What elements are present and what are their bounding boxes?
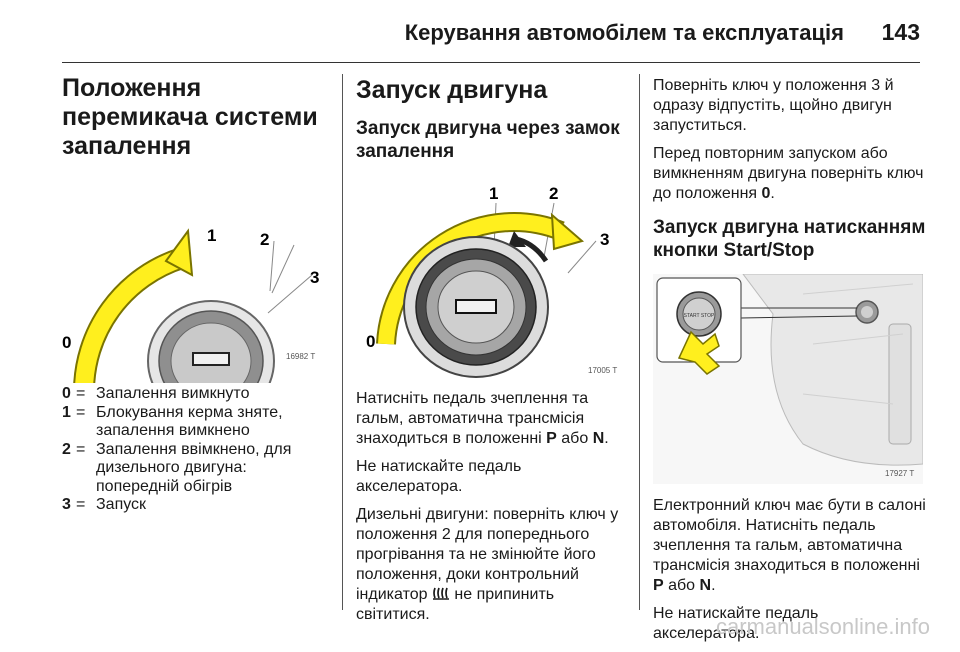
gear-n-label: N (699, 577, 712, 594)
legend-list: 0 = Запалення вимкнуто 1 = Блокування ке… (62, 385, 327, 515)
ignition-start-illustration: 1 2 3 0 17005 T (366, 184, 617, 378)
console-panel (888, 323, 912, 445)
start-stop-button-lettering: START STOP (684, 313, 715, 319)
legend-row: 2 = Запалення ввімкнено, для дизельного … (62, 441, 327, 497)
text-segment: Дизельні двигуни: поверніть ключ у полож… (356, 506, 619, 603)
paragraph-restart: Перед повторним запуском або вимкненням … (653, 144, 928, 204)
legend-text: Запалення ввімкнено, для дизельного двиг… (96, 440, 292, 495)
dashboard-lines (802, 283, 914, 405)
figure-label-1: 1 (489, 184, 498, 203)
key-slot (192, 352, 230, 366)
legend-text: Запалення вимкнуто (96, 385, 250, 402)
column-divider-2 (639, 74, 640, 610)
legend-equals: = (76, 403, 86, 421)
text-segment: . (604, 430, 609, 447)
figure-code: 17927 T (885, 469, 914, 478)
figure-label-2: 2 (260, 230, 269, 249)
column-divider-1 (342, 74, 343, 610)
paragraph-no-accelerator-2: Не натискайте педаль акселератора. (653, 605, 819, 642)
ignition-switch-illustration: 1 2 3 0 16982 T (62, 226, 319, 383)
callout-line-bottom (740, 315, 858, 319)
start-stop-illustration: START STOP 17927 T (653, 274, 923, 484)
figure-label-0: 0 (62, 333, 71, 352)
start-stop-button (682, 297, 716, 331)
text-segment: Натисніть педаль зчеплення та гальм, авт… (356, 390, 589, 447)
subheading-start-stop-button: Запуск двигуна натисканням кнопки Start/… (653, 217, 926, 261)
legend-text: Блокування керма зняте, запалення вимкне… (96, 403, 283, 440)
text-segment: . (770, 185, 775, 202)
glow-plug-indicator-icon (432, 587, 449, 600)
legend-row: 0 = Запалення вимкнуто (62, 385, 327, 404)
text-segment: Електронний ключ має бути в салоні автом… (653, 497, 926, 574)
paragraph-press-pedals: Натисніть педаль зчеплення та гальм, авт… (356, 389, 626, 449)
column-ignition-positions: Положення перемикача системи запалення 1… (62, 74, 327, 515)
leader-line-3 (567, 240, 597, 274)
page-header: Керування автомобілем та експлуатація 14… (62, 14, 920, 63)
rotation-arrow-body (75, 249, 185, 383)
paragraph-no-accelerator: Не натискайте педаль акселератора. (356, 458, 522, 495)
section-heading-engine-start: Запуск двигуна (356, 76, 548, 104)
legend-row: 1 = Блокування керма зняте, запалення ви… (62, 404, 327, 441)
text-segment: . (711, 577, 716, 594)
leader-line-1 (269, 240, 275, 292)
figure-code: 16982 T (286, 352, 315, 361)
position-0-label: 0 (761, 185, 771, 202)
column-start-stop: Поверніть ключ у положення 3 й одразу ві… (653, 74, 928, 652)
dashboard-panel (742, 274, 923, 466)
figure-label-3: 3 (310, 268, 319, 287)
press-arrow (677, 330, 721, 375)
subheading-ignition-lock-start: Запуск двигуна через замок запалення (356, 118, 620, 162)
column-engine-start: Запуск двигуна Запуск двигуна через замо… (356, 74, 626, 633)
rotation-arrow-head (550, 212, 585, 251)
figure-label-2: 2 (549, 184, 558, 203)
page-number: 143 (881, 19, 920, 45)
legend-key: 2 (62, 440, 71, 458)
text-segment: не припинить світитися. (356, 586, 555, 623)
figure-label-0: 0 (366, 332, 375, 351)
paragraph-electronic-key: Електронний ключ має бути в салоні автом… (653, 496, 928, 596)
dashboard-button-center (861, 306, 873, 318)
text-segment: або (556, 430, 593, 447)
legend-key: 3 (62, 496, 71, 513)
legend-equals: = (76, 385, 86, 402)
watermark: carmanualsonline.info (715, 614, 930, 639)
return-arrow-head (508, 231, 526, 247)
legend-text: Запуск (96, 496, 147, 513)
legend-row: 3 = Запуск (62, 496, 327, 515)
legend-equals: = (76, 496, 86, 513)
rotation-arrow-head (164, 228, 194, 277)
gear-n-label: N (592, 430, 605, 447)
legend-equals: = (76, 440, 86, 458)
rotation-arrow-body (378, 214, 564, 345)
paragraph-diesel-preheat: Дизельні двигуни: поверніть ключ у полож… (356, 505, 626, 625)
leader-line-3 (267, 274, 313, 314)
figure-label-1: 1 (207, 226, 216, 245)
legend-key: 1 (62, 403, 71, 421)
gear-p-label: P (653, 577, 664, 594)
section-heading-ignition-positions: Положення перемикача системи запалення (62, 74, 318, 160)
paragraph-turn-key-3: Поверніть ключ у положення 3 й одразу ві… (653, 77, 894, 134)
key-slot (455, 299, 497, 314)
text-segment: або (663, 577, 700, 594)
gear-p-label: P (546, 430, 557, 447)
legend-key: 0 (62, 385, 71, 402)
figure-code: 17005 T (588, 366, 617, 375)
text-segment: Перед повторним запуском або вимкненням … (653, 145, 924, 202)
figure-label-3: 3 (600, 230, 609, 249)
page-header-title: Керування автомобілем та експлуатація (404, 20, 844, 45)
leader-line-2 (271, 244, 295, 294)
